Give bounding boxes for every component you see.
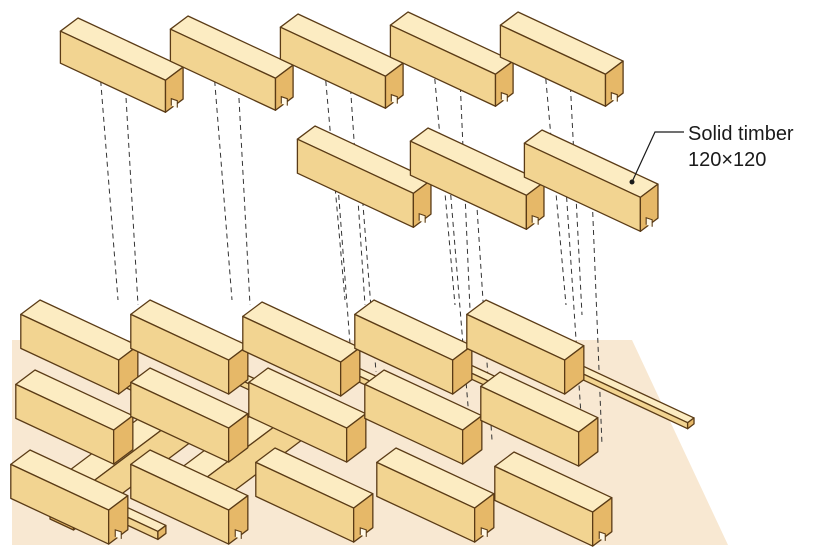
base-rail-5-end: [686, 417, 695, 430]
base-block-11: [10, 449, 129, 545]
base-block-7-end: [227, 413, 249, 463]
label-leader-dot: [629, 179, 635, 185]
base-block-13-end: [352, 493, 374, 543]
base-block-5: [466, 299, 585, 395]
base-block-6-end: [112, 415, 134, 465]
upper-beam-top-1-end: [164, 66, 184, 113]
base-block-10: [480, 371, 599, 467]
base-block-5-end: [563, 345, 585, 395]
upper-beam-top-1: [59, 17, 184, 113]
upper-beam-top-3-end: [384, 62, 404, 109]
base-block-8-end: [345, 413, 367, 463]
label-leader-line: [631, 131, 684, 183]
upper-beam-top-4-end: [494, 60, 514, 107]
base-block-6: [15, 369, 134, 465]
base-block-3-end: [339, 347, 361, 397]
upper-beam-top-4: [389, 11, 514, 107]
upper-beam-mid-3: [523, 129, 659, 232]
upper-beam-top-2-end: [274, 64, 294, 111]
upper-beam-top-5-end: [604, 60, 624, 107]
base-block-4: [354, 299, 473, 395]
base-block-2: [130, 299, 249, 395]
base-block-4-end: [451, 345, 473, 395]
upper-beam-mid-1: [296, 125, 432, 228]
base-block-14: [376, 447, 495, 543]
upper-beam-top-5: [499, 11, 624, 107]
base-block-7: [130, 367, 249, 463]
base-block-10-end: [577, 417, 599, 467]
upper-beam-mid-2: [409, 127, 545, 230]
upper-beam-top-2: [169, 15, 294, 111]
timber-label-line1: Solid timber: [688, 123, 794, 145]
upper-beam-mid-2-end: [525, 181, 545, 230]
base-block-9: [364, 369, 483, 465]
base-block-12-end: [227, 495, 249, 545]
base-block-2-end: [227, 345, 249, 395]
base-block-14-end: [473, 493, 495, 543]
base-layer: [10, 299, 695, 547]
upper-beams: [59, 11, 659, 232]
base-block-13: [255, 447, 374, 543]
base-block-15-end: [591, 497, 613, 547]
base-block-15: [494, 451, 613, 547]
base-block-1: [20, 299, 139, 395]
base-block-8: [248, 367, 367, 463]
upper-beam-mid-1-end: [412, 179, 432, 228]
base-block-11-end: [107, 495, 129, 545]
base-block-3: [242, 301, 361, 397]
timber-label-line2: 120×120: [688, 149, 766, 171]
base-block-12: [130, 449, 249, 545]
upper-beam-top-3: [279, 13, 404, 109]
upper-beam-mid-3-end: [639, 183, 659, 232]
base-sill-2-end: [157, 524, 167, 541]
base-block-9-end: [461, 415, 483, 465]
